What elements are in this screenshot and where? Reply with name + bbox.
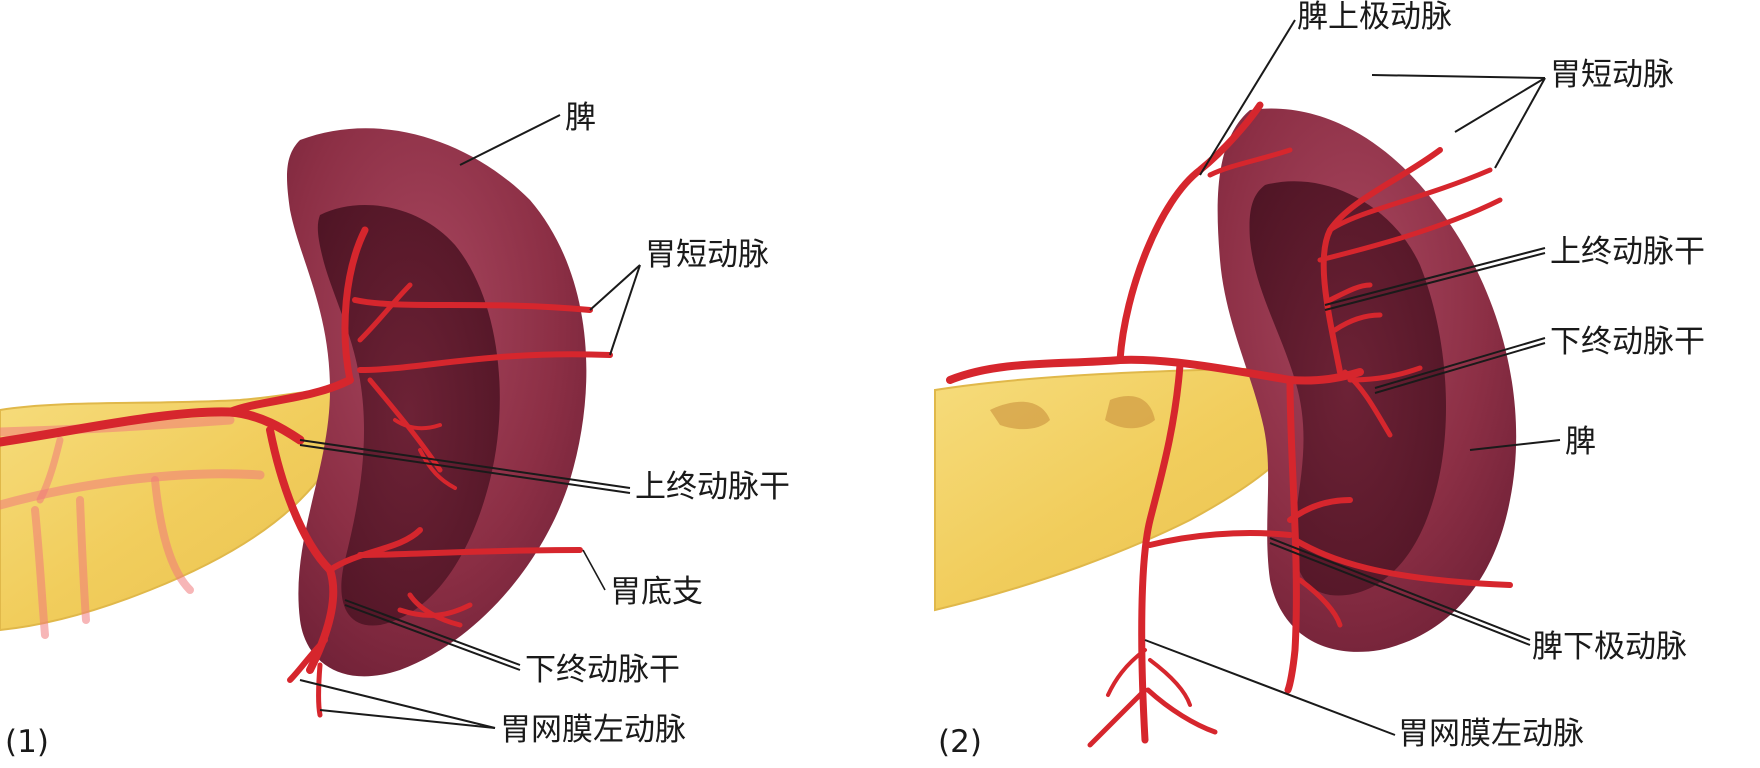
panel-2: 脾上极动脉 胃短动脉 上终动脉干 下终动脉干 脾 脾下极动脉 胃网膜左动脉 (2… xyxy=(934,0,1705,760)
leaders-2 xyxy=(1144,19,1561,736)
splenic-arteries-1 xyxy=(0,226,613,718)
leaders-1 xyxy=(299,114,641,729)
label-short-gastric-1: 胃短动脉 xyxy=(645,237,769,273)
panel-1: 脾 胃短动脉 上终动脉干 胃底支 下终动脉干 胃网膜左动脉 (1) xyxy=(0,100,790,760)
panel-index-1: (1) xyxy=(5,724,49,760)
label-inferior-terminal-1: 下终动脉干 xyxy=(525,652,680,688)
label-short-gastric-2: 胃短动脉 xyxy=(1550,57,1674,93)
splenic-arteries-2 xyxy=(946,101,1513,748)
label-inferior-polar-2: 脾下极动脉 xyxy=(1532,629,1687,665)
label-superior-terminal-1: 上终动脉干 xyxy=(635,469,790,505)
panel-index-2: (2) xyxy=(938,724,982,760)
label-left-gastroepiploic-2: 胃网膜左动脉 xyxy=(1398,716,1584,752)
pancreas-shadow-a xyxy=(990,401,1050,430)
pancreas-shadow-b xyxy=(1105,396,1155,429)
label-superior-terminal-2: 上终动脉干 xyxy=(1550,234,1705,270)
spleen-hilum-2 xyxy=(1249,181,1447,596)
label-left-gastroepiploic-1: 胃网膜左动脉 xyxy=(500,712,686,748)
label-fundic-branch-1: 胃底支 xyxy=(610,574,703,610)
label-superior-polar-2: 脾上极动脉 xyxy=(1297,0,1452,35)
label-spleen-1: 脾 xyxy=(565,100,596,136)
label-spleen-2: 脾 xyxy=(1565,424,1596,460)
label-inferior-terminal-2: 下终动脉干 xyxy=(1550,324,1705,360)
pancreatic-vessels-1 xyxy=(0,415,265,639)
spleen-hilum-1 xyxy=(317,205,500,626)
